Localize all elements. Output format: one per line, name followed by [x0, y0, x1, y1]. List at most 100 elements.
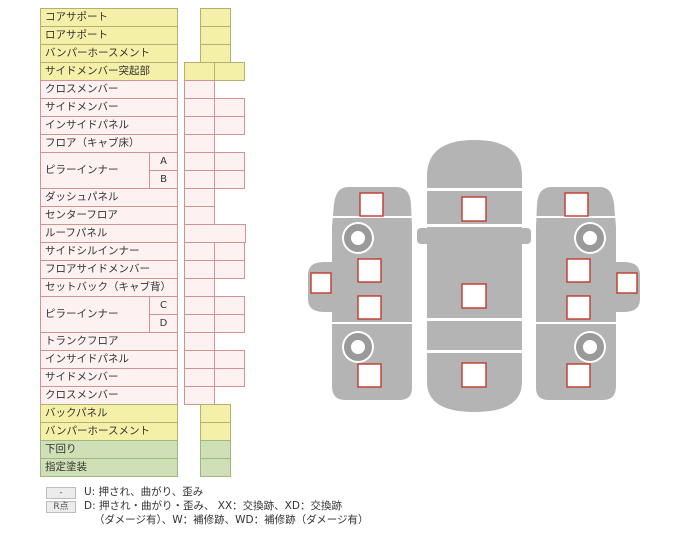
marker-right-front[interactable]	[564, 192, 589, 217]
part-row: サイドメンバー	[40, 368, 246, 387]
part-label: ピラーインナー	[40, 152, 150, 189]
part-label: クロスメンバー	[40, 386, 178, 405]
marker-top-rear[interactable]	[461, 362, 487, 388]
part-row-group: ピラーインナー C D	[40, 296, 246, 333]
part-row: ロアサポート	[40, 26, 246, 45]
car-top-view-icon	[417, 140, 531, 412]
damage-cell[interactable]	[184, 116, 215, 135]
part-label: トランクフロア	[40, 332, 178, 351]
marker-right-rear[interactable]	[566, 363, 591, 388]
legend-text: （ダメージ有）、W：補修跡、WD：補修跡（ダメージ有）	[94, 514, 369, 526]
damage-cell[interactable]	[200, 440, 231, 459]
damage-cell[interactable]	[214, 98, 245, 117]
damage-cell[interactable]	[184, 170, 215, 189]
damage-cell[interactable]	[184, 386, 215, 405]
damage-cell[interactable]	[184, 260, 215, 279]
part-label: サイドメンバー	[40, 368, 178, 387]
part-row: センターフロア	[40, 206, 246, 225]
damage-cell[interactable]	[184, 98, 215, 117]
damage-cell[interactable]	[184, 188, 215, 207]
wheel-rear-left-icon	[344, 333, 372, 361]
damage-cell[interactable]	[184, 314, 215, 333]
damage-cell[interactable]	[200, 8, 231, 27]
marker-left-mid-2[interactable]	[357, 295, 382, 320]
part-row: セットバック（キャブ背）	[40, 278, 246, 297]
part-row: コアサポート	[40, 8, 246, 27]
part-row: バンパーホースメント	[40, 44, 246, 63]
part-label: ピラーインナー	[40, 296, 150, 333]
damage-cell[interactable]	[214, 242, 245, 261]
damage-cell[interactable]	[200, 404, 231, 423]
damage-cell[interactable]	[200, 458, 231, 477]
marker-right-mid-2[interactable]	[566, 295, 591, 320]
part-row: バックパネル	[40, 404, 246, 423]
car-diagram	[308, 140, 640, 412]
marker-left-rear[interactable]	[357, 363, 382, 388]
part-label: フロアサイドメンバー	[40, 260, 178, 279]
damage-cell[interactable]	[200, 26, 231, 45]
pillar-sub-label-a: A	[149, 152, 178, 171]
damage-cell[interactable]	[200, 422, 231, 441]
part-label: インサイドパネル	[40, 116, 178, 135]
marker-left-front[interactable]	[359, 192, 384, 217]
marker-left-mid-1[interactable]	[357, 258, 382, 283]
part-row: インサイドパネル	[40, 350, 246, 369]
pillar-sub-label-c: C	[149, 296, 178, 315]
damage-cell[interactable]	[184, 278, 215, 297]
legend-mark-dash: -	[46, 487, 76, 499]
damage-cell[interactable]	[184, 224, 246, 243]
pillar-sub-label-d: D	[149, 314, 178, 333]
marker-left-sill[interactable]	[310, 272, 332, 294]
part-row: バンパーホースメント	[40, 422, 246, 441]
part-row: フロアサイドメンバー	[40, 260, 246, 279]
part-label: サイドシルインナー	[40, 242, 178, 261]
damage-cell[interactable]	[184, 332, 215, 351]
part-label: 下回り	[40, 440, 178, 459]
damage-cell[interactable]	[184, 62, 215, 81]
legend-row: （ダメージ有）、W：補修跡、WD：補修跡（ダメージ有）	[46, 514, 666, 527]
damage-cell[interactable]	[214, 152, 245, 171]
damage-cell[interactable]	[184, 350, 215, 369]
damage-cell[interactable]	[214, 350, 245, 369]
part-label: ダッシュパネル	[40, 188, 178, 207]
damage-cell[interactable]	[184, 206, 215, 225]
damage-cell[interactable]	[184, 152, 215, 171]
part-row: ダッシュパネル	[40, 188, 246, 207]
damage-cell[interactable]	[200, 44, 231, 63]
legend-mark-rpoint: R点	[46, 501, 76, 513]
pillar-sub-label-b: B	[149, 170, 178, 189]
damage-cell[interactable]	[184, 242, 215, 261]
damage-cell[interactable]	[184, 296, 215, 315]
part-label: コアサポート	[40, 8, 178, 27]
damage-cell[interactable]	[214, 368, 245, 387]
damage-cell[interactable]	[214, 260, 245, 279]
part-row: サイドメンバー	[40, 98, 246, 117]
part-label: セットバック（キャブ背）	[40, 278, 178, 297]
part-row: サイドメンバー突起部	[40, 62, 246, 81]
part-row-group: ピラーインナー A B	[40, 152, 246, 189]
part-label: ロアサポート	[40, 26, 178, 45]
part-label: 指定塗装	[40, 458, 178, 477]
part-label: ルーフパネル	[40, 224, 178, 243]
legend-row: R点 D: 押され・曲がり・歪み、 XX：交換跡、XD：交換跡	[46, 500, 666, 513]
legend: - U: 押され、曲がり、歪み R点 D: 押され・曲がり・歪み、 XX：交換跡…	[46, 486, 666, 528]
damage-cell[interactable]	[184, 134, 215, 153]
wheel-rear-right-icon	[576, 333, 604, 361]
damage-cell[interactable]	[214, 170, 245, 189]
legend-text: U: 押され、曲がり、歪み	[84, 486, 204, 498]
marker-right-mid-1[interactable]	[566, 258, 591, 283]
side-mirror-left-icon	[417, 228, 430, 244]
part-label: センターフロア	[40, 206, 178, 225]
marker-right-sill[interactable]	[616, 272, 638, 294]
part-row: クロスメンバー	[40, 80, 246, 99]
car-side-view-left-icon	[308, 187, 412, 400]
damage-cell[interactable]	[214, 116, 245, 135]
damage-cell[interactable]	[184, 80, 215, 99]
marker-top-front[interactable]	[461, 196, 487, 222]
damage-cell[interactable]	[214, 314, 245, 333]
damage-cell[interactable]	[214, 296, 245, 315]
damage-cell[interactable]	[214, 62, 245, 81]
part-label: バックパネル	[40, 404, 178, 423]
damage-cell[interactable]	[184, 368, 215, 387]
marker-top-center[interactable]	[461, 283, 487, 309]
